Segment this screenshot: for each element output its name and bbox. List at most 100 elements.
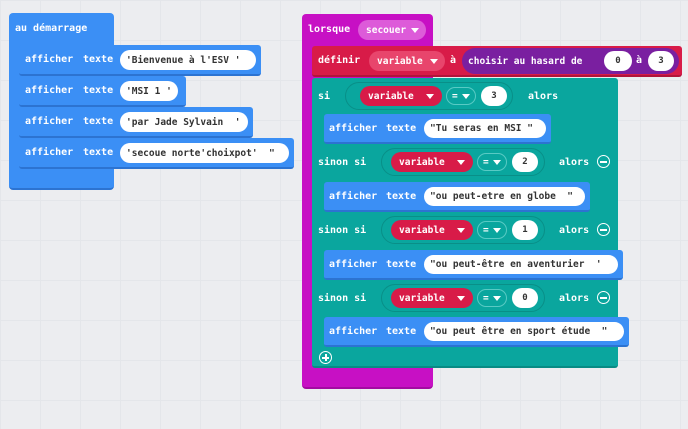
number-input[interactable]: 3 xyxy=(648,51,674,71)
random-label: choisir au hasard de xyxy=(468,55,583,67)
caret-down-icon xyxy=(430,59,438,64)
show-string-block[interactable]: afficher texte "ou peut-être en aventuri… xyxy=(324,250,623,280)
gesture-value: secouer xyxy=(366,24,407,36)
number-value: 0 xyxy=(522,293,528,303)
variable-dropdown[interactable]: variable xyxy=(391,288,473,308)
number-value: 3 xyxy=(658,56,664,66)
number-value: 1 xyxy=(522,225,528,235)
caret-down-icon xyxy=(426,94,434,99)
string-input[interactable]: 'Bienvenue à l'ESV ' xyxy=(120,50,256,70)
on-gesture-label: lorsque xyxy=(308,24,351,35)
text-param-label: texte xyxy=(83,85,114,96)
number-input[interactable]: 0 xyxy=(604,51,632,71)
operator-dropdown[interactable]: = xyxy=(477,221,507,239)
number-input[interactable]: 3 xyxy=(481,86,507,106)
plus-circle-icon[interactable] xyxy=(319,351,332,364)
text-param-label: texte xyxy=(83,147,114,158)
string-input[interactable]: "Tu seras en MSI " xyxy=(424,119,546,138)
variable-name: variable xyxy=(377,55,423,67)
string-value: MSI 1 xyxy=(131,85,161,97)
string-value: secoue norte'choixpot' xyxy=(131,147,258,159)
string-input[interactable]: "ou peut-etre en globe " xyxy=(424,187,585,206)
caret-down-icon xyxy=(457,228,465,233)
set-label: définir xyxy=(318,55,361,66)
number-value: 2 xyxy=(522,157,528,167)
text-param-label: texte xyxy=(386,326,417,337)
minus-circle-icon[interactable] xyxy=(597,155,610,168)
variable-dropdown[interactable]: variable xyxy=(360,86,442,106)
variable-dropdown[interactable]: variable xyxy=(391,152,473,172)
show-string-block[interactable]: afficher texte 'secoue norte'choixpot' " xyxy=(19,138,294,169)
variable-name: variable xyxy=(399,292,445,304)
show-string-block[interactable]: afficher texte 'par Jade Sylvain ' xyxy=(19,107,253,138)
show-label: afficher xyxy=(329,259,378,270)
operator-value: = xyxy=(483,292,489,304)
operator-dropdown[interactable]: = xyxy=(477,289,507,307)
operator-value: = xyxy=(483,224,489,236)
number-input[interactable]: 1 xyxy=(512,220,538,240)
string-value: par Jade Sylvain xyxy=(131,116,224,128)
else-if-label: sinon si xyxy=(318,293,367,304)
caret-down-icon xyxy=(457,160,465,165)
string-value: Tu seras en MSI xyxy=(435,123,522,134)
number-value: 0 xyxy=(615,56,621,66)
then-label: alors xyxy=(559,157,590,168)
show-string-block[interactable]: afficher texte "ou peut-etre en globe " xyxy=(324,182,590,212)
string-value: ou peut être en sport étude xyxy=(435,326,591,337)
text-param-label: texte xyxy=(83,54,114,65)
string-input[interactable]: "ou peut-être en aventurier ' xyxy=(424,255,618,274)
string-input[interactable]: 'MSI 1 ' xyxy=(120,81,178,101)
show-label: afficher xyxy=(329,191,378,202)
then-label: alors xyxy=(559,293,590,304)
if-label: si xyxy=(318,91,331,102)
else-if-label: sinon si xyxy=(318,225,367,236)
operator-dropdown[interactable]: = xyxy=(446,87,476,105)
variable-name: variable xyxy=(399,156,445,168)
text-param-label: texte xyxy=(386,259,417,270)
operator-value: = xyxy=(483,156,489,168)
string-value: ou peut-etre en globe xyxy=(435,191,556,202)
caret-down-icon xyxy=(493,228,501,233)
caret-down-icon xyxy=(411,28,419,33)
string-value: Bienvenue à l'ESV xyxy=(131,54,229,66)
to-label: à xyxy=(450,55,457,66)
random-range-block[interactable]: choisir au hasard de xyxy=(462,48,679,74)
string-input[interactable]: "ou peut être en sport étude " xyxy=(424,322,624,341)
number-input[interactable]: 2 xyxy=(512,152,538,172)
show-label: afficher xyxy=(25,54,74,65)
text-param-label: texte xyxy=(386,123,417,134)
number-value: 3 xyxy=(491,91,497,101)
operator-value: = xyxy=(452,90,458,102)
string-input[interactable]: 'secoue norte'choixpot' " xyxy=(120,143,289,163)
number-input[interactable]: 0 xyxy=(512,288,538,308)
minus-circle-icon[interactable] xyxy=(597,223,610,236)
show-label: afficher xyxy=(329,123,378,134)
show-label: afficher xyxy=(25,85,74,96)
variable-dropdown[interactable]: variable xyxy=(391,220,473,240)
show-string-block[interactable]: afficher texte 'MSI 1 ' xyxy=(19,76,186,107)
variable-dropdown[interactable]: variable xyxy=(369,51,445,71)
text-param-label: texte xyxy=(386,191,417,202)
else-if-label: sinon si xyxy=(318,157,367,168)
variable-name: variable xyxy=(399,224,445,236)
string-value: ou peut-être en aventurier xyxy=(435,259,585,270)
operator-dropdown[interactable]: = xyxy=(477,153,507,171)
show-label: afficher xyxy=(25,116,74,127)
then-label: alors xyxy=(559,225,590,236)
minus-circle-icon[interactable] xyxy=(597,291,610,304)
show-string-block[interactable]: afficher texte "Tu seras en MSI " xyxy=(324,114,551,144)
on-start-label: au démarrage xyxy=(15,23,88,34)
gesture-dropdown[interactable]: secouer xyxy=(358,20,426,40)
show-label: afficher xyxy=(25,147,74,158)
text-param-label: texte xyxy=(83,116,114,127)
caret-down-icon xyxy=(462,94,470,99)
show-string-block[interactable]: afficher texte "ou peut être en sport ét… xyxy=(324,317,629,347)
caret-down-icon xyxy=(493,160,501,165)
set-variable-block[interactable]: définir variable à choisir au hasard de … xyxy=(312,46,682,77)
caret-down-icon xyxy=(493,296,501,301)
string-input[interactable]: 'par Jade Sylvain ' xyxy=(120,112,248,132)
and-label: à xyxy=(636,55,643,66)
show-string-block[interactable]: afficher texte 'Bienvenue à l'ESV ' xyxy=(19,45,261,76)
caret-down-icon xyxy=(457,296,465,301)
variable-name: variable xyxy=(368,90,414,102)
